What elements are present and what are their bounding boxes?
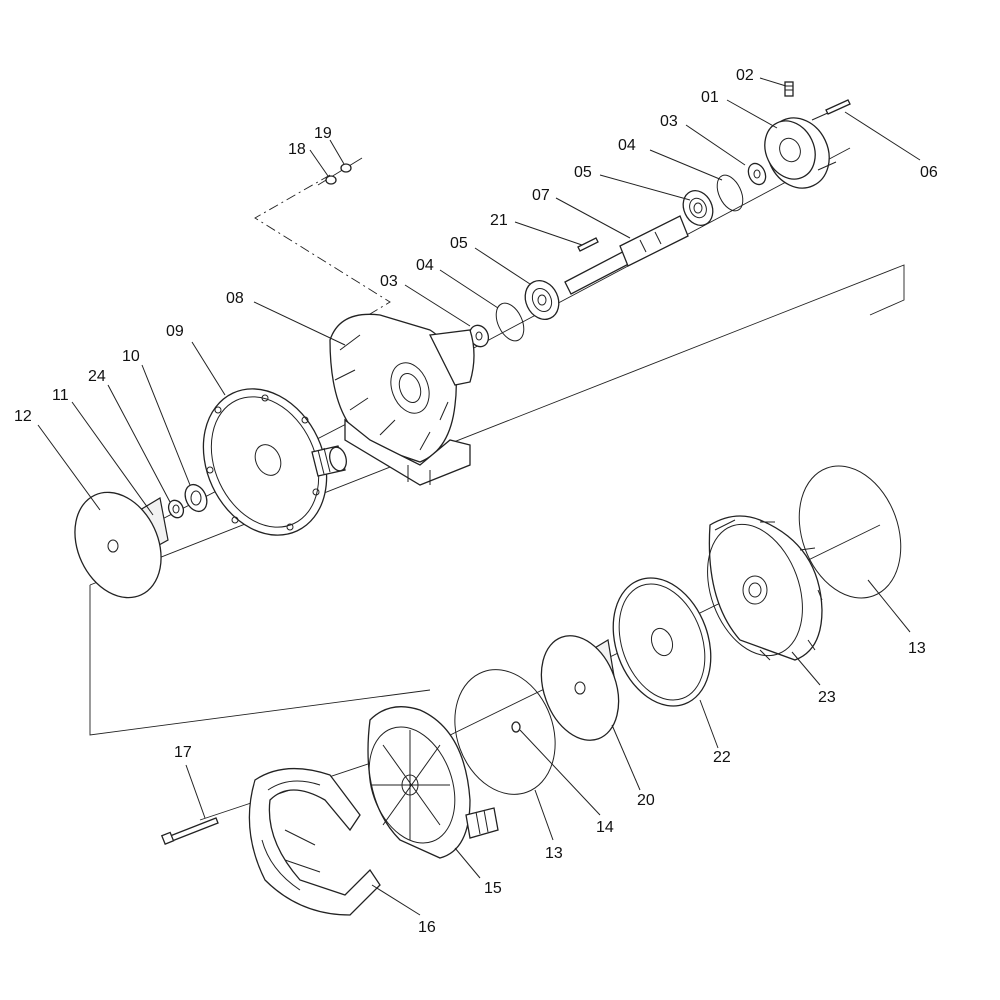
- label-part-24: 24: [88, 368, 106, 385]
- part-03-washer-front: [468, 324, 490, 348]
- part-05-bearing-rear: [682, 189, 714, 227]
- label-part-14: 14: [596, 819, 614, 836]
- alignment-frame-lower: [89, 585, 431, 736]
- label-part-02: 02: [736, 67, 754, 84]
- label-part-05-rear: 05: [574, 164, 592, 181]
- label-part-13-front: 13: [545, 845, 563, 862]
- part-15-pump-cover: [367, 706, 499, 859]
- label-part-10: 10: [122, 348, 140, 365]
- label-part-03-front: 03: [380, 273, 398, 290]
- part-21-key: [577, 237, 599, 252]
- label-part-15: 15: [484, 880, 502, 897]
- label-part-13-rear: 13: [908, 640, 926, 657]
- part-16-bracket: [248, 767, 381, 916]
- label-part-03-rear: 03: [660, 113, 678, 130]
- label-part-12: 12: [14, 408, 32, 425]
- part-17-bolt: [160, 817, 219, 845]
- part-07-shaft: [564, 215, 689, 295]
- label-part-22: 22: [713, 749, 731, 766]
- part-13-o-ring-front: [454, 669, 556, 795]
- alignment-frame-upper: [89, 264, 905, 586]
- part-14-nut: [511, 721, 521, 733]
- label-part-17: 17: [174, 744, 192, 761]
- label-part-16: 16: [418, 919, 436, 936]
- label-part-01: 01: [701, 89, 719, 106]
- part-23-casing: [707, 515, 823, 661]
- label-part-04-rear: 04: [618, 137, 636, 154]
- part-labels: 02 01 03 04 05 06 07 21 05 04 03 08 09 1…: [14, 67, 938, 936]
- stud-axis: [317, 157, 363, 186]
- part-05-bearing-front: [524, 280, 560, 320]
- label-part-07: 07: [532, 187, 550, 204]
- outlet-fitting: [311, 445, 347, 477]
- part-20-impeller: [540, 635, 620, 741]
- part-03-washer-rear: [747, 162, 767, 186]
- part-22-wear-plate: [612, 577, 712, 707]
- label-part-21: 21: [490, 212, 508, 229]
- part-04-circlip-rear: [716, 174, 744, 212]
- label-part-11: 11: [52, 387, 69, 404]
- part-09-back-plate: [202, 388, 328, 536]
- part-13-o-ring-rear: [798, 465, 902, 599]
- label-part-09: 09: [166, 323, 184, 340]
- label-part-08: 08: [226, 290, 244, 307]
- leader-lines: [37, 77, 921, 916]
- part-01-coupling: [764, 111, 837, 189]
- label-part-19: 19: [314, 125, 332, 142]
- label-part-18: 18: [288, 141, 306, 158]
- label-part-05-front: 05: [450, 235, 468, 252]
- part-04-circlip-front: [495, 302, 525, 342]
- part-12-impeller: [74, 491, 169, 599]
- label-part-20: 20: [637, 792, 655, 809]
- label-part-04-front: 04: [416, 257, 434, 274]
- label-part-23: 23: [818, 689, 836, 706]
- part-24-spacer: [167, 499, 185, 519]
- part-02-set-screw: [784, 81, 794, 97]
- part-10-seal: [184, 483, 208, 513]
- part-08-bearing-housing: [329, 313, 475, 486]
- part-19-nut: [340, 163, 352, 173]
- part-06-key: [825, 99, 851, 115]
- part-18-washer: [325, 175, 337, 185]
- stud-dashed-guide: [254, 174, 391, 321]
- label-part-06: 06: [920, 164, 938, 181]
